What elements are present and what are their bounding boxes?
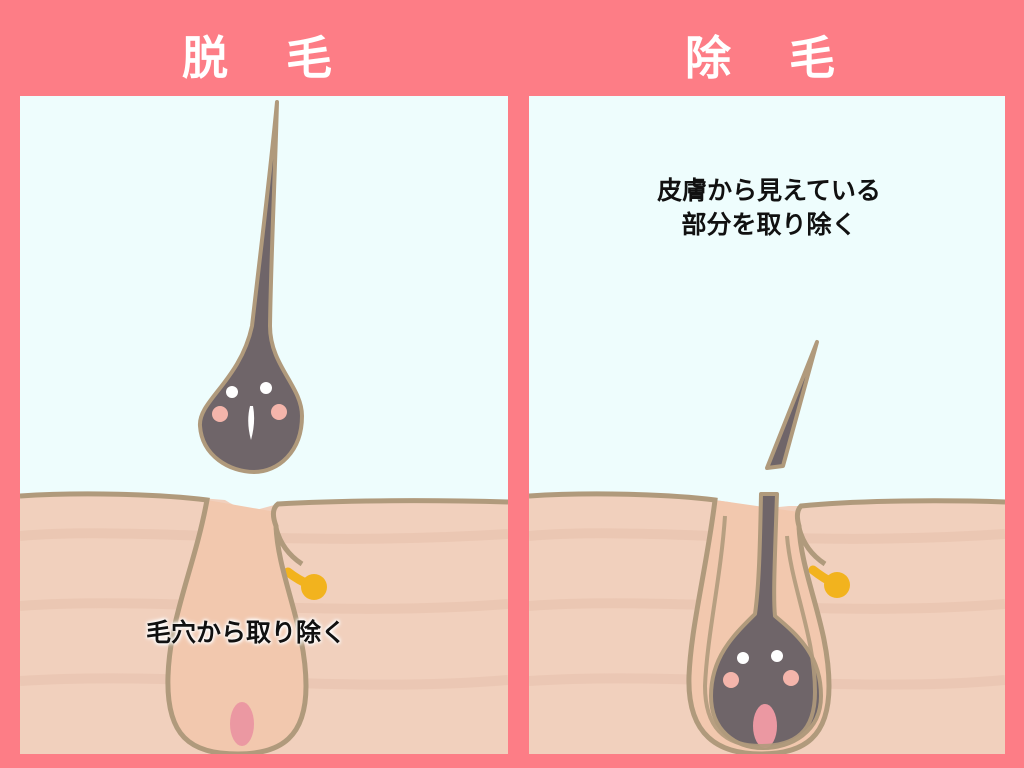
sebaceous-gland [283, 567, 327, 600]
caption-jomo: 皮膚から見えている 部分を取り除く [629, 174, 909, 242]
panel-datsumo: 毛穴から取り除く [20, 96, 508, 754]
datsumo-illustration [20, 100, 508, 754]
root-cheek-left [723, 672, 739, 688]
extracted-hair [197, 100, 304, 474]
follicle [167, 500, 306, 754]
caption-jomo-line2: 部分を取り除く [681, 210, 857, 239]
title-datsumo: 脱 毛 [182, 31, 338, 85]
hair-cheek-right [271, 404, 287, 420]
hair-mouth [248, 406, 255, 440]
title-jomo: 除 毛 [685, 31, 841, 85]
dermal-papilla [753, 704, 777, 748]
skin-surface-outline-right [760, 498, 1005, 754]
panel-jomo: 皮膚から見えている 部分を取り除く [529, 96, 1005, 754]
hair-root [709, 492, 823, 750]
caption-datsumo: 毛穴から取り除く [145, 618, 346, 647]
hair-eye-left [226, 386, 238, 398]
jomo-illustration [529, 340, 1005, 754]
caption-jomo-line1: 皮膚から見えている [657, 176, 881, 205]
hair-eye-right [260, 382, 272, 394]
skin-surface-outline [20, 491, 239, 754]
sebaceous-gland [808, 565, 850, 598]
dermal-papilla [230, 702, 254, 746]
skin-surface-outline [529, 491, 762, 754]
root-cheek-right [783, 670, 799, 686]
root-eye-left [737, 652, 749, 664]
hair-cheek-left [212, 406, 228, 422]
cut-hair-piece [765, 340, 819, 470]
skin-surface-outline-right [237, 498, 508, 754]
root-eye-right [771, 650, 783, 662]
